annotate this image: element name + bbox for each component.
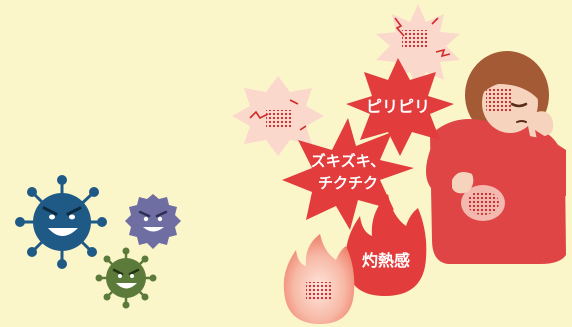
- chikuchiku-label: チクチク: [318, 174, 378, 192]
- body-pain-spot: [461, 185, 505, 221]
- flame-icon: 灼熱感: [345, 194, 427, 296]
- pain-burst-icon: [376, 4, 460, 90]
- green-germ-icon: [95, 247, 157, 309]
- pain-burst-icon: ズキズキ、 チクチク: [282, 118, 414, 230]
- blue-germ-icon: [15, 175, 107, 269]
- zukizuki-label: ズキズキ、: [311, 152, 385, 170]
- person-icon: [426, 51, 566, 264]
- flame-icon: [283, 234, 355, 324]
- pain-burst-icon: ピリピリ: [346, 58, 454, 156]
- purple-germ-icon: [125, 194, 181, 249]
- piripiri-label: ピリピリ: [366, 97, 430, 116]
- pain-burst-icon: [232, 76, 324, 156]
- shakunetsu-label: 灼熱感: [362, 251, 410, 270]
